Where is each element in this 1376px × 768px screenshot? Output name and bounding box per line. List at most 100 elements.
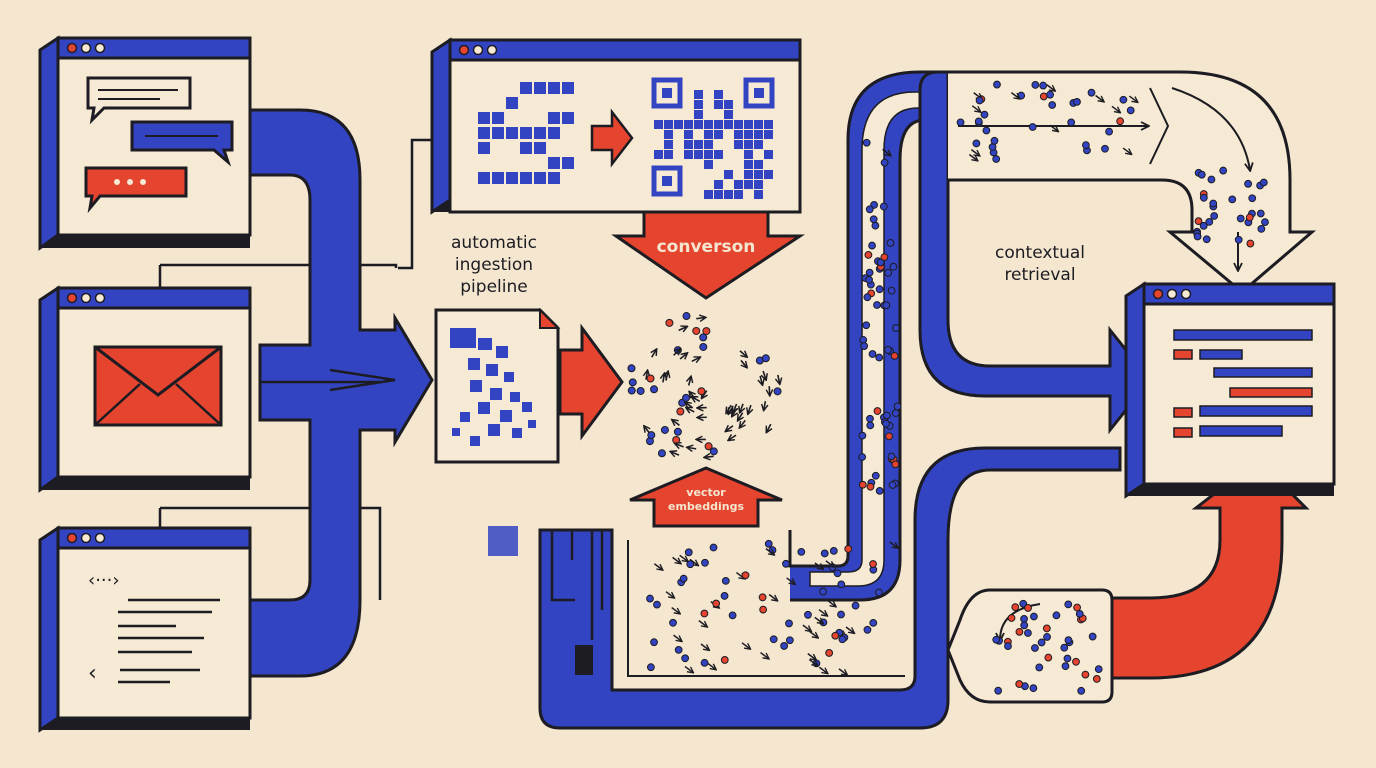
qr-cell [744, 120, 753, 129]
retrieval-label: contextual retrieval [995, 243, 1085, 285]
qr-cell [754, 160, 763, 169]
block [520, 127, 532, 139]
flow-arrow [882, 148, 891, 155]
cloud-arrow [690, 392, 696, 400]
flow-dot [1011, 603, 1020, 612]
cloud-arrow [702, 390, 707, 399]
flow-arrow [665, 591, 674, 598]
flow-dot [720, 656, 729, 664]
flow-dot [891, 460, 900, 469]
cloud-dot [636, 386, 645, 395]
flow-dot [1219, 166, 1228, 175]
flow-dot [873, 407, 882, 415]
flow-dot [1202, 235, 1211, 244]
flow-dot [674, 645, 683, 654]
flow-dot [994, 686, 1003, 695]
cloud-arrow [687, 447, 697, 448]
flow-dot [1061, 662, 1070, 671]
flow-dot [876, 258, 885, 267]
flow-dot [1075, 609, 1084, 618]
flow-dot [1209, 199, 1218, 208]
tray-inner-line [627, 540, 905, 677]
flow-arrow [814, 616, 823, 623]
block [534, 82, 546, 94]
flow-dot [1116, 117, 1125, 126]
flow-dot [1063, 654, 1072, 663]
flow-dot [681, 654, 690, 663]
doc-block [478, 338, 492, 350]
flow-dot [1064, 600, 1073, 609]
flow-arrow [827, 599, 836, 606]
flow-dot [868, 350, 877, 358]
flow-arrow [1111, 105, 1120, 112]
block [548, 172, 560, 184]
cloud-dot [692, 326, 701, 335]
cloud-arrow [705, 456, 714, 457]
flow-dot [838, 635, 847, 644]
embedding-dots [646, 80, 1269, 695]
flow-dot [865, 205, 874, 214]
flow-arrow [684, 665, 693, 672]
cloud-arrow [672, 420, 680, 425]
flow-dot [837, 610, 845, 619]
cloud-arrow [692, 397, 701, 401]
qr-cell [664, 120, 673, 129]
flow-dot [869, 560, 877, 568]
flow-dot [1094, 665, 1103, 674]
flow-dot [875, 486, 884, 495]
flow-dot [880, 158, 889, 167]
qr-cell [714, 120, 723, 129]
block [492, 127, 504, 139]
cloud-arrow [748, 404, 751, 414]
doc-block [510, 392, 520, 402]
flow-dot [871, 221, 880, 230]
flow-dot [875, 588, 883, 597]
cloud-arrow [678, 327, 687, 331]
qr-code-icon [651, 77, 775, 199]
cloud-arrow [739, 350, 747, 357]
conversion-arrow: converson [611, 210, 805, 300]
cloud-arrow [738, 412, 743, 421]
flow-dot [1082, 141, 1090, 150]
flow-dot [1193, 232, 1202, 241]
flow-dot [956, 118, 965, 127]
flow-dot [1236, 214, 1245, 223]
qr-cell [724, 100, 733, 109]
flow-dot [892, 324, 900, 332]
flow-dot [974, 117, 983, 126]
flow-dot [833, 569, 842, 578]
flow-dot [873, 301, 881, 309]
qr-cell [724, 110, 733, 119]
cloud-dot [699, 333, 708, 342]
flow-arrow [968, 153, 977, 160]
flow-dot [1245, 213, 1254, 222]
qr-cell [734, 140, 743, 149]
flow-dot [1228, 195, 1237, 204]
svg-text:automatic: automatic [451, 233, 537, 253]
flow-arrow [689, 558, 698, 565]
flow-dot [1072, 657, 1080, 666]
flow-dot [1246, 239, 1255, 248]
flow-dot [764, 539, 773, 548]
flow-dot [865, 275, 873, 284]
cloud-dot [773, 387, 782, 396]
flow-dot [1043, 633, 1051, 641]
block [520, 82, 532, 94]
flow-dot [1259, 178, 1268, 187]
cloud-arrow [691, 357, 700, 361]
code-icon: ‹···› ‹ [88, 570, 220, 686]
cloud-arrow [763, 370, 766, 380]
flow-dot [769, 635, 778, 644]
flow-arrow [802, 624, 811, 631]
flow-dot [891, 409, 900, 417]
flow-dot [1031, 81, 1040, 89]
block [492, 172, 504, 184]
doc-block [486, 364, 498, 376]
qr-cell [704, 190, 713, 199]
flow-dot [782, 559, 790, 568]
qr-cell [724, 170, 733, 179]
cloud-arrow [764, 400, 766, 410]
flow-dot [825, 649, 834, 657]
flow-dot [875, 353, 884, 362]
qr-cell [704, 120, 713, 129]
